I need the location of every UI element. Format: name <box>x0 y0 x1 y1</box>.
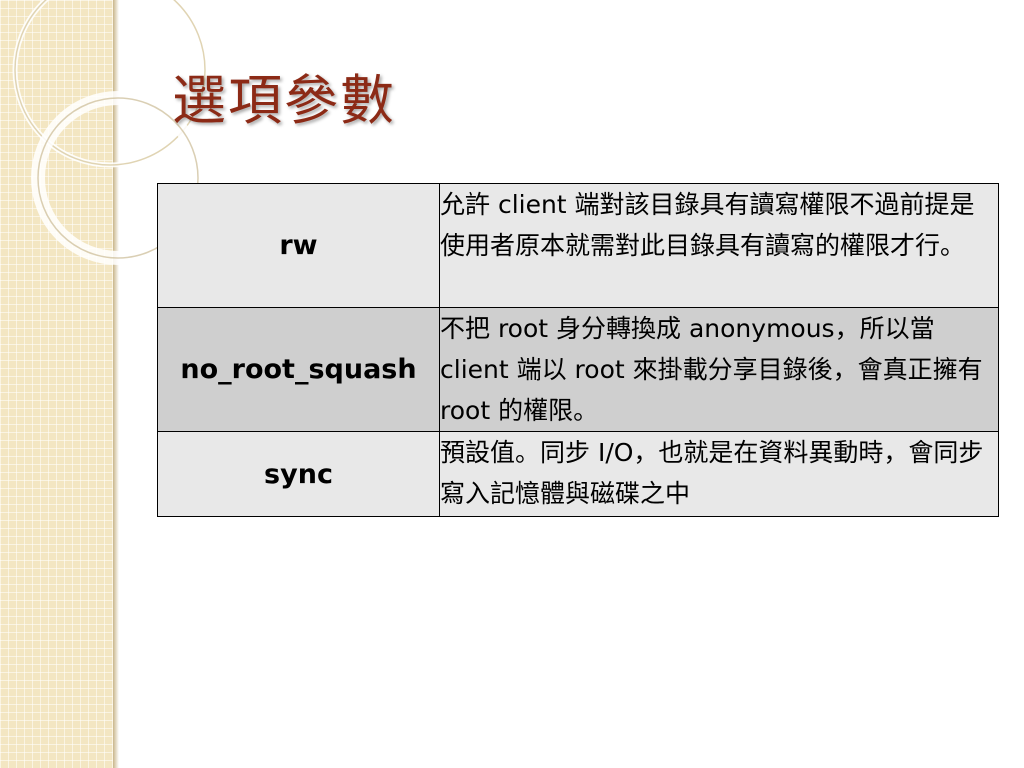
option-description: 不把 root 身分轉換成 anonymous，所以當 client 端以 ro… <box>439 307 999 432</box>
slide-title: 選項參數 <box>172 69 396 132</box>
options-table: rw 允許 client 端對該目錄具有讀寫權限不過前提是使用者原本就需對此目錄… <box>157 183 999 517</box>
option-name: sync <box>157 431 440 517</box>
option-description: 預設值。同步 I/O，也就是在資料異動時，會同步寫入記憶體與磁碟之中 <box>439 431 999 517</box>
option-name: no_root_squash <box>157 307 440 432</box>
table-row: rw 允許 client 端對該目錄具有讀寫權限不過前提是使用者原本就需對此目錄… <box>157 183 999 308</box>
table-row: sync 預設值。同步 I/O，也就是在資料異動時，會同步寫入記憶體與磁碟之中 <box>157 431 999 517</box>
option-name: rw <box>157 183 440 308</box>
decorative-circles <box>12 0 208 265</box>
option-description: 允許 client 端對該目錄具有讀寫權限不過前提是使用者原本就需對此目錄具有讀… <box>439 183 999 308</box>
table-row: no_root_squash 不把 root 身分轉換成 anonymous，所… <box>157 307 999 432</box>
side-strip-shadow <box>113 0 119 768</box>
